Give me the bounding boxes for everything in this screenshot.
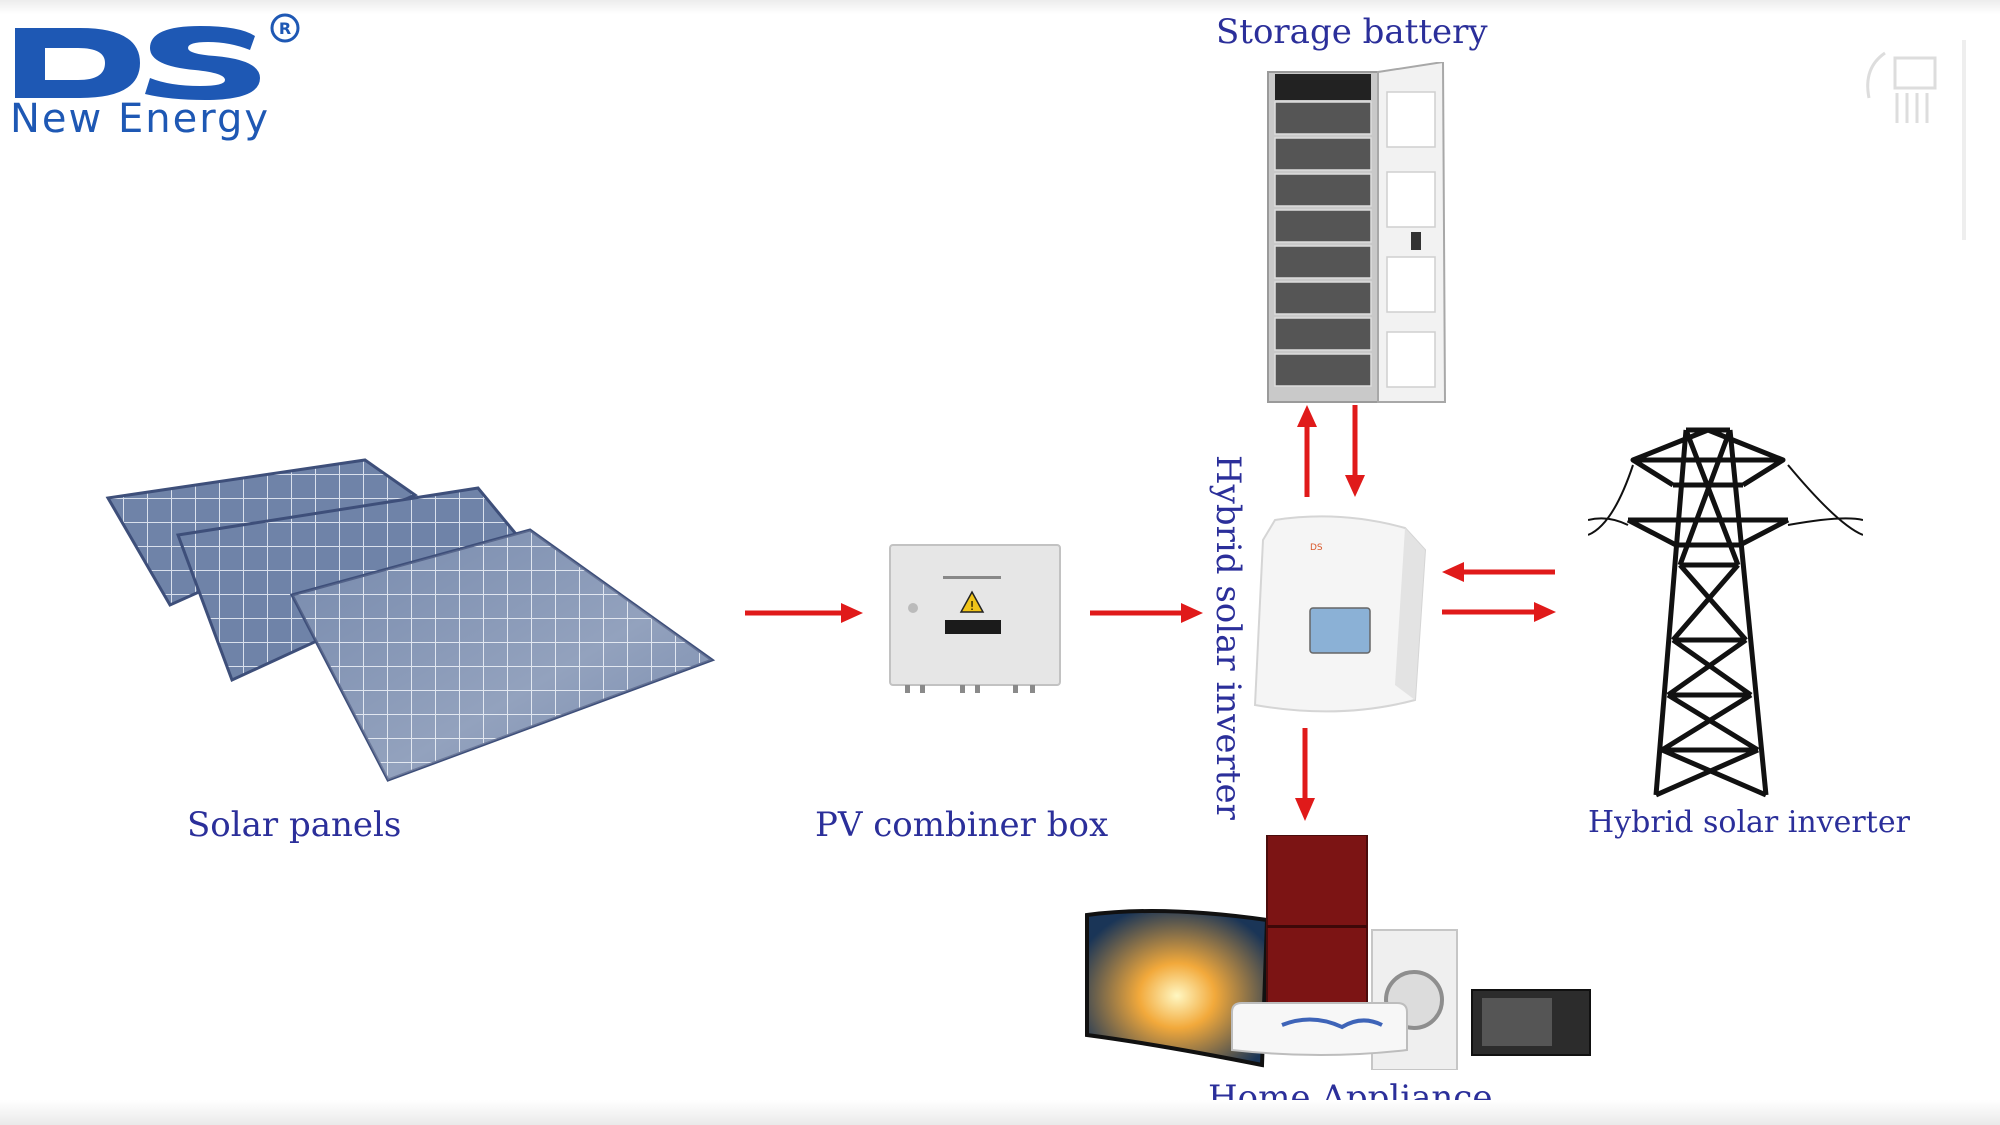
ds-logo-icon: R (15, 13, 300, 100)
arrow-bidirectional-icon (1442, 562, 1556, 622)
logo-name: New Energy (10, 96, 270, 142)
combiner-box-icon: ! (889, 544, 1061, 693)
solar-panel-icon (105, 458, 716, 782)
svg-text:R: R (279, 19, 291, 38)
combiner-box-label: PV combiner box (815, 805, 1109, 845)
arrow-right-icon (1090, 603, 1203, 623)
top-shadow (0, 0, 2000, 14)
watermark-icon (1866, 51, 1937, 123)
power-tower-icon (1588, 427, 1863, 798)
watermark-edge (1962, 40, 1966, 240)
svg-text:!: ! (970, 599, 975, 613)
battery-cabinet-icon (1267, 62, 1447, 403)
home-appliances-icon (1085, 835, 1591, 1070)
inverter-icon: DS (1253, 515, 1427, 713)
storage-battery-label: Storage battery (1216, 12, 1488, 52)
arrow-right-icon (745, 603, 863, 623)
bottom-shadow (0, 1100, 2000, 1125)
inverter-vertical-label: Hybrid solar inverter (1208, 455, 1248, 820)
svg-text:DS: DS (1310, 543, 1323, 553)
grid-label: Hybrid solar inverter (1588, 805, 1910, 840)
arrow-updown-icon (1297, 405, 1365, 497)
solar-panels-label: Solar panels (187, 805, 402, 845)
arrow-down-icon (1295, 728, 1315, 821)
